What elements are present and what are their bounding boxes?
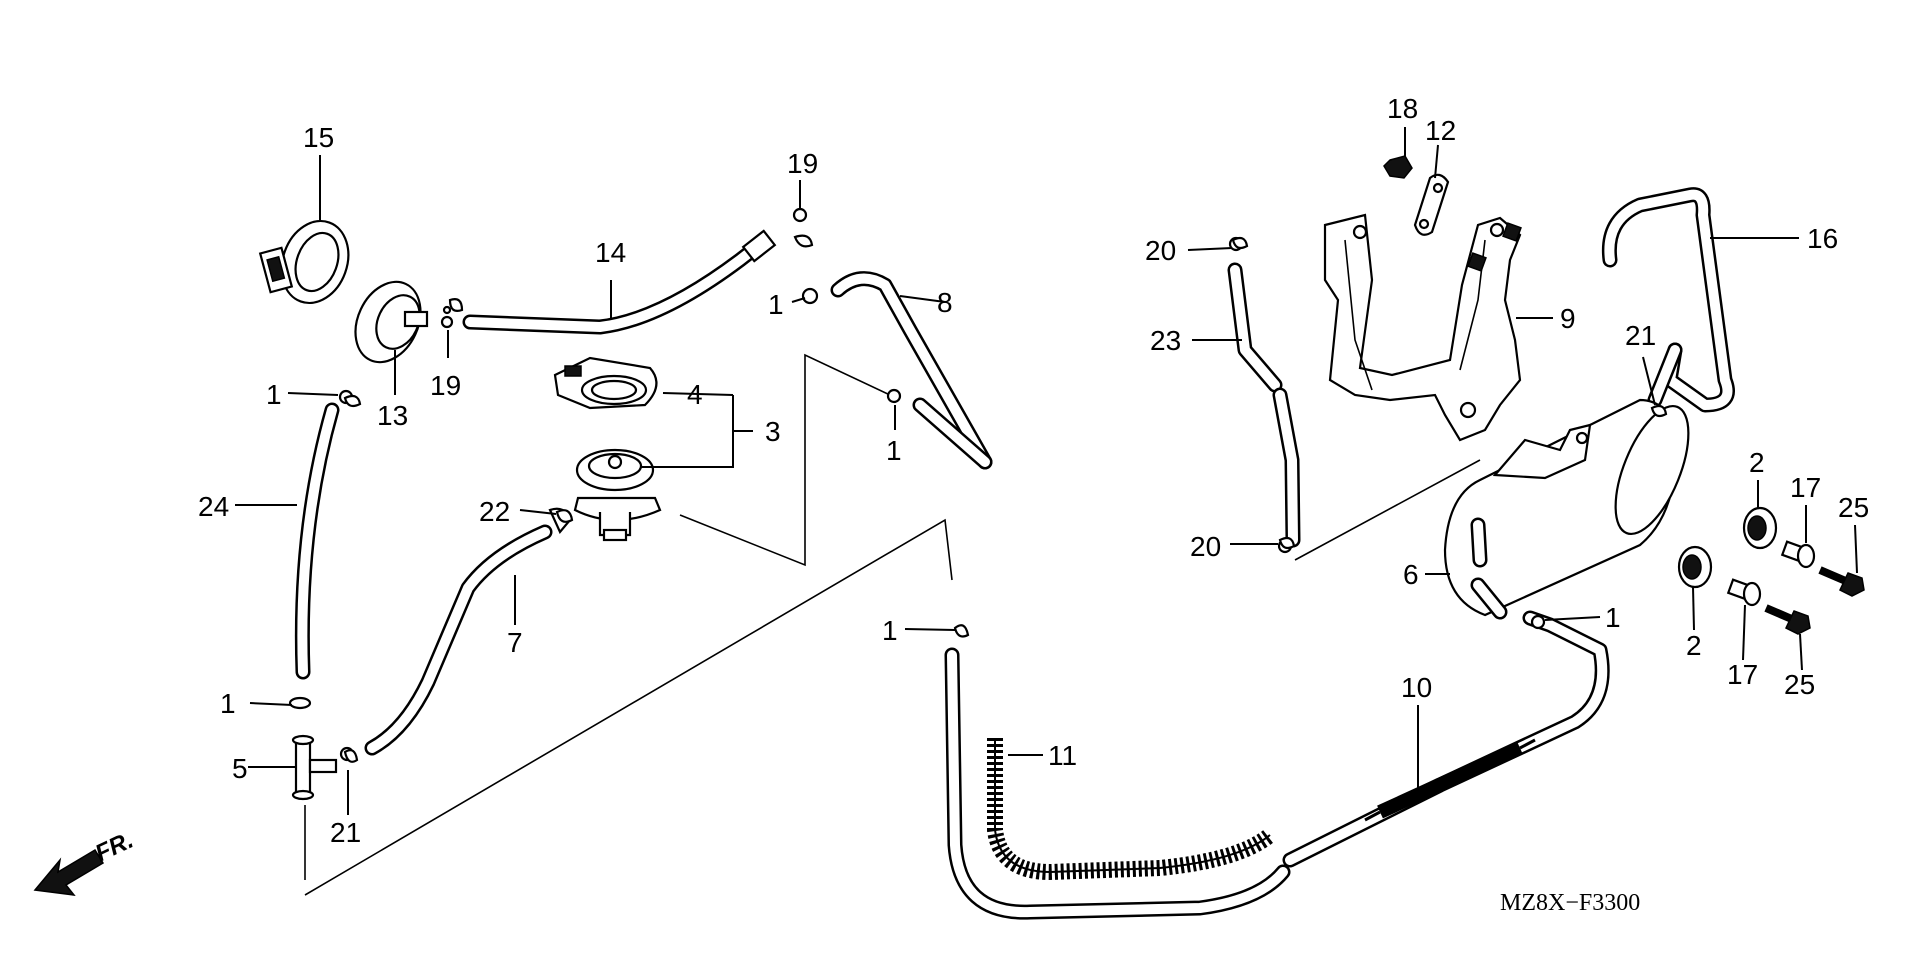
callout-2: 2 (1686, 630, 1702, 661)
part-18-nut (1383, 155, 1413, 179)
clips (343, 234, 1668, 763)
callout-labels: 15 19 14 8 1 13 19 1 4 3 1 24 22 7 1 5 2… (198, 93, 1869, 848)
callout-19: 19 (430, 370, 461, 401)
part-11-hose (944, 647, 1291, 920)
part-3-pair-valve (573, 448, 662, 542)
drawing-code: MZ8X−F3300 (1500, 890, 1640, 916)
callout-22: 22 (479, 496, 510, 527)
callout-6: 6 (1403, 559, 1419, 590)
part-7-hose (364, 507, 572, 756)
callout-25: 25 (1784, 669, 1815, 700)
part-17-collar-upper (1780, 540, 1816, 569)
callout-3: 3 (765, 416, 781, 447)
callout-18: 18 (1387, 93, 1418, 124)
part-4-cap (553, 356, 658, 410)
callout-19: 19 (787, 148, 818, 179)
callout-17: 17 (1790, 472, 1821, 503)
part-9-bracket (1323, 213, 1522, 442)
part-25-bolt-lower (1764, 604, 1811, 635)
callout-8: 8 (937, 287, 953, 318)
part-15-clamp (258, 219, 350, 305)
part-12-plate (1413, 173, 1450, 236)
callout-20: 20 (1145, 235, 1176, 266)
part-23-hose (1227, 236, 1301, 554)
callout-21: 21 (1625, 320, 1656, 351)
part-13-valve (354, 280, 454, 364)
part-17-collar-lower (1726, 578, 1762, 607)
callout-21: 21 (330, 817, 361, 848)
callout-16: 16 (1807, 223, 1838, 254)
grouping-lines (304, 353, 1481, 896)
part-16-hose (1601, 187, 1735, 413)
callout-4: 4 (687, 379, 703, 410)
callout-10: 10 (1401, 672, 1432, 703)
part-6-canister (1443, 398, 1690, 630)
callout-23: 23 (1150, 325, 1181, 356)
callout-9: 9 (1560, 303, 1576, 334)
callout-12: 12 (1425, 115, 1456, 146)
part-24-hose (288, 389, 354, 710)
part-14-hose (462, 207, 808, 335)
callout-17: 17 (1727, 659, 1758, 690)
callout-1: 1 (1605, 602, 1621, 633)
part-10-hose (1282, 610, 1610, 868)
front-direction-arrow: FR. (33, 827, 138, 896)
part-25-bolt-upper (1818, 566, 1865, 597)
part-2-grommet-upper (1742, 506, 1778, 550)
callout-1: 1 (886, 435, 902, 466)
callout-20: 20 (1190, 531, 1221, 562)
callout-11: 11 (1048, 740, 1077, 771)
callout-14: 14 (595, 237, 626, 268)
callout-1: 1 (882, 615, 898, 646)
callout-1: 1 (220, 688, 236, 719)
part-8-hose (801, 271, 993, 470)
callout-25: 25 (1838, 492, 1869, 523)
callout-13: 13 (377, 400, 408, 431)
leader-lines (235, 127, 1858, 815)
callout-5: 5 (232, 753, 248, 784)
callout-7: 7 (507, 627, 523, 658)
callout-24: 24 (198, 491, 229, 522)
callout-1: 1 (266, 379, 282, 410)
part-2-grommet-lower (1677, 545, 1713, 589)
part-5-tjoint (291, 734, 355, 801)
callout-15: 15 (303, 122, 334, 153)
callout-1: 1 (768, 289, 784, 320)
callout-2: 2 (1749, 447, 1765, 478)
